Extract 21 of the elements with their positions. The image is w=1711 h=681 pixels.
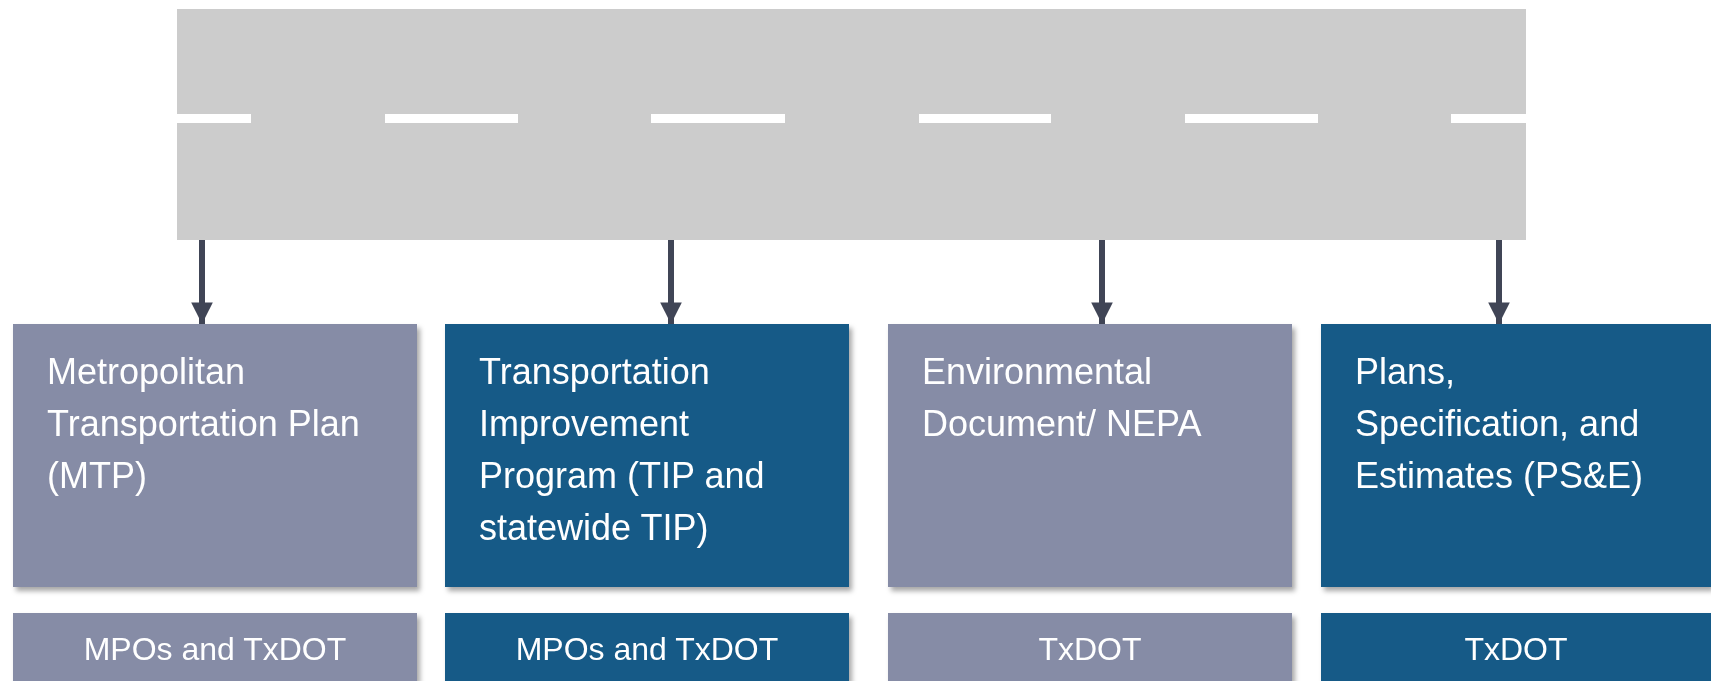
- agency-label: TxDOT: [1464, 630, 1568, 669]
- stage-title: Transportation Improvement Program (TIP and statewide TIP): [479, 351, 765, 548]
- agency-label: MPOs and TxDOT: [515, 630, 779, 669]
- arrow: [1488, 240, 1510, 324]
- stage-title: Environmental Document/ NEPA: [922, 351, 1202, 444]
- agency-box: [888, 613, 1292, 681]
- stage-box: [1321, 324, 1711, 587]
- arrow: [191, 240, 213, 324]
- road-drawing: [177, 9, 1526, 240]
- stage-title: Metropolitan Transportation Plan (MTP): [47, 351, 360, 496]
- arrow: [1091, 240, 1113, 324]
- agency-box: [13, 613, 417, 681]
- stage-box: [888, 324, 1292, 587]
- stage-box: [445, 324, 849, 587]
- agency-box: [1321, 613, 1711, 681]
- arrow: [660, 240, 682, 324]
- agency-label: MPOs and TxDOT: [83, 630, 347, 669]
- stage-title: Plans, Specification, and Estimates (PS&E): [1355, 351, 1644, 496]
- stage-box: [13, 324, 417, 587]
- agency-box: [445, 613, 849, 681]
- agency-label: TxDOT: [1038, 630, 1142, 669]
